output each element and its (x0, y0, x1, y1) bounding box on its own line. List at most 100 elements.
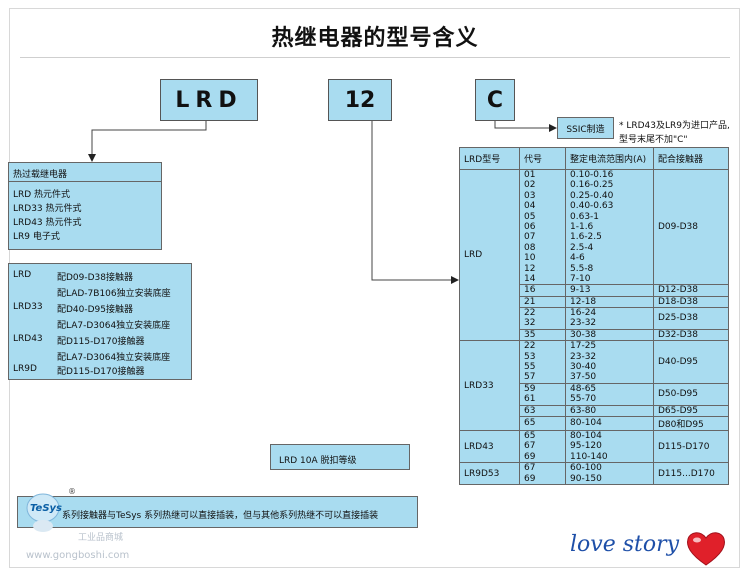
import-note-line: * LRD43及LR9为进口产品, (619, 121, 730, 131)
code-value: 69 (524, 473, 536, 484)
code-value: 57 (524, 372, 536, 383)
overload-item: LRD43 热元件式 (13, 218, 82, 228)
contactor-model: LRD33 (13, 302, 43, 312)
range-value: 0.10-0.16 (570, 170, 614, 180)
range-value: 0.16-0.25 (570, 180, 614, 191)
model-cell: LRD (459, 168, 520, 342)
range-value: 9-13 (570, 285, 591, 296)
watermark-site: www.gongboshi.com (26, 550, 130, 561)
code-value: 10 (524, 253, 536, 264)
code-value: 14 (524, 273, 536, 284)
range-value: 23-32 (570, 351, 597, 362)
code-value: 63 (524, 405, 536, 416)
code-cell: 65 (519, 415, 566, 431)
range-cell: 12-18 (565, 295, 654, 309)
code-box-suffix: C (475, 79, 515, 121)
code-value: 65 (524, 418, 536, 429)
code-box-rating: 12 (328, 79, 392, 121)
contactor-cell: D40-D95 (653, 340, 729, 384)
range-value: 30-38 (570, 329, 597, 340)
range-cell: 63-80 (565, 404, 654, 418)
compatibility-note: 系列接触器与TeSys 系列热继可以直接插装，但与其他系列热继不可以直接插装 (17, 496, 418, 528)
overload-divider (9, 181, 161, 182)
connector-suffix (494, 121, 557, 132)
contactor-cell: D09-D38 (653, 168, 729, 286)
connector-rating (371, 121, 459, 284)
logo-text: TeSys (30, 503, 62, 514)
contactor-model: LRD (13, 270, 32, 280)
code-box-series: LRD (160, 79, 258, 121)
registered-mark: ® (68, 487, 76, 496)
page-title: 热继电器的型号含义 (271, 26, 479, 51)
range-value: 16-24 (570, 308, 597, 319)
range-cell: 80-104 (565, 415, 654, 431)
range-value: 0.63-1 (570, 211, 600, 222)
range-value: 110-140 (570, 451, 608, 462)
contactor-box: LRD 配D09-D38接触器 配LAD-7B106独立安装底座 LRD33 配… (8, 263, 192, 380)
contactor-text: 配D09-D38接触器 (57, 273, 134, 283)
table-header-row: LRD型号 代号 整定电流范围内(A) 配合接触器 (459, 147, 729, 170)
contactor-text: 配LAD-7B106独立安装底座 (57, 289, 171, 299)
code-value: 69 (524, 451, 536, 462)
table-row: 35 30-38 D32-D38 (460, 328, 729, 342)
range-value: 7-10 (570, 273, 591, 284)
contactor-cell: D115-D170 (653, 429, 729, 464)
code-cell: 21 (519, 295, 566, 309)
contactor-text: 配LA7-D3064独立安装底座 (57, 321, 171, 331)
code-value: 67 (524, 463, 536, 474)
code-value: 32 (524, 318, 536, 329)
code-value: 67 (524, 441, 536, 452)
code-value: 21 (524, 296, 536, 307)
range-value: 1-1.6 (570, 221, 594, 232)
code-value: 05 (524, 211, 536, 222)
range-cell: 30-38 (565, 328, 654, 342)
range-value: 48-65 (570, 383, 597, 394)
code-value: 08 (524, 242, 536, 253)
code-value: 35 (524, 329, 536, 340)
contactor-model: LRD43 (13, 334, 43, 344)
model-cell: LRD43 (459, 429, 520, 464)
range-cell: 9-13 (565, 284, 654, 297)
range-value: 12-18 (570, 296, 597, 307)
code-value: 22 (524, 308, 536, 319)
contactor-cell: D50-D95 (653, 382, 729, 406)
code-cell: 63 (519, 404, 566, 418)
heart-icon (687, 532, 725, 566)
range-value: 37-50 (570, 372, 597, 383)
contactor-cell: D32-D38 (653, 328, 729, 342)
overload-item: LRD33 热元件式 (13, 204, 82, 214)
code-value: 04 (524, 201, 536, 212)
watermark-site-cn: 工业品商城 (78, 533, 124, 543)
code-value: 12 (524, 263, 536, 274)
code-value: 01 (524, 170, 536, 180)
range-value: 90-150 (570, 473, 602, 484)
range-value: 30-40 (570, 362, 597, 373)
code-value: 61 (524, 394, 536, 405)
overload-relay-box: 热过载继电器 LRD 热元件式 LRD33 热元件式 LRD43 热元件式 LR… (8, 162, 162, 250)
code-cell: 35 (519, 328, 566, 342)
code-value: 16 (524, 285, 536, 296)
contactor-text: 配D115-D170接触器 (57, 367, 145, 377)
title-divider (20, 57, 730, 58)
